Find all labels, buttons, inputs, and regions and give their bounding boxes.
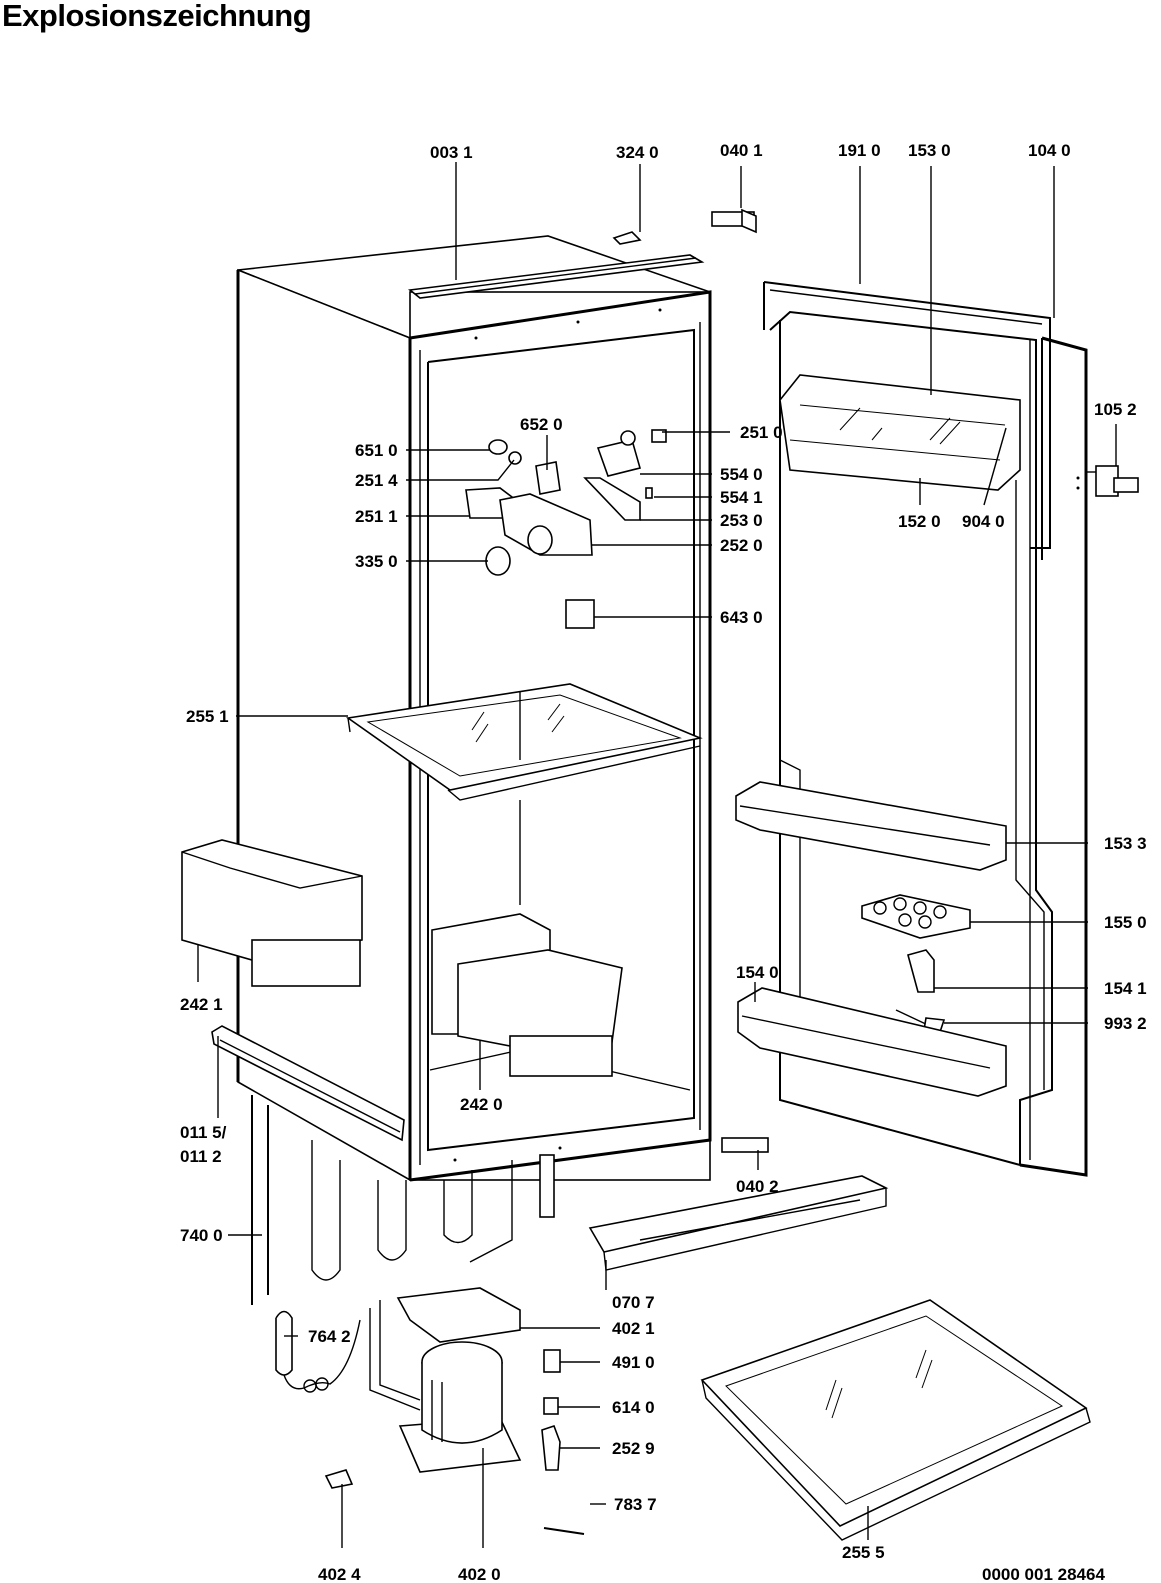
part-153-0-door-shelf bbox=[779, 374, 1021, 491]
label-554-0: 554 0 bbox=[720, 465, 763, 484]
label-251-1: 251 1 bbox=[355, 507, 398, 526]
part-070-7-channel bbox=[588, 1175, 889, 1271]
part-402-0-compressor bbox=[369, 1287, 522, 1473]
label-402-0: 402 0 bbox=[458, 1565, 501, 1583]
label-155-0: 155 0 bbox=[1104, 913, 1147, 932]
part-040-2-bracket bbox=[721, 1137, 769, 1153]
part-255-5-glass-shelf bbox=[700, 1299, 1091, 1541]
label-011-5: 011 5/ bbox=[180, 1123, 227, 1142]
part-740-0-condenser bbox=[251, 1095, 555, 1305]
label-003-1: 003 1 bbox=[430, 143, 473, 162]
label-040-1: 040 1 bbox=[720, 141, 763, 160]
label-152-0: 152 0 bbox=[898, 512, 941, 531]
part-614-0 bbox=[543, 1397, 559, 1415]
label-491-0: 491 0 bbox=[612, 1353, 655, 1372]
part-242-1-crisper bbox=[181, 839, 363, 987]
label-324-0: 324 0 bbox=[616, 143, 659, 162]
label-904-0: 904 0 bbox=[962, 512, 1005, 531]
part-242-0-crisper bbox=[431, 913, 623, 1077]
label-993-2: 993 2 bbox=[1104, 1014, 1147, 1033]
label-105-2: 105 2 bbox=[1094, 400, 1137, 419]
document-number: 0000 001 28464 bbox=[982, 1565, 1105, 1583]
label-251-0: 251 0 bbox=[740, 423, 783, 442]
label-764-2: 764 2 bbox=[308, 1327, 351, 1346]
label-252-0: 252 0 bbox=[720, 536, 763, 555]
label-614-0: 614 0 bbox=[612, 1398, 655, 1417]
label-740-0: 740 0 bbox=[180, 1226, 223, 1245]
label-255-1: 255 1 bbox=[186, 707, 229, 726]
part-153-3-door-bin bbox=[735, 781, 1007, 871]
part-011-5-cover bbox=[211, 1025, 405, 1142]
part-491-0 bbox=[543, 1349, 561, 1373]
label-153-0: 153 0 bbox=[908, 141, 951, 160]
label-783-7: 783 7 bbox=[614, 1495, 657, 1514]
label-643-0: 643 0 bbox=[720, 608, 763, 627]
label-652-0: 652 0 bbox=[520, 415, 563, 434]
part-764-2-dryer bbox=[275, 1310, 361, 1393]
label-402-1: 402 1 bbox=[612, 1319, 655, 1338]
label-255-5: 255 5 bbox=[842, 1543, 885, 1562]
label-153-3: 153 3 bbox=[1104, 834, 1147, 853]
label-253-0: 253 0 bbox=[720, 511, 763, 530]
part-252-9 bbox=[541, 1424, 561, 1471]
label-154-0: 154 0 bbox=[736, 963, 779, 982]
part-402-4 bbox=[324, 1469, 354, 1489]
leader-lines bbox=[197, 162, 1117, 1548]
part-155-0-egg-tray bbox=[861, 894, 971, 939]
part-154-1-clip bbox=[907, 949, 935, 993]
part-255-1-glass-shelf bbox=[345, 683, 703, 801]
part-105-2-hinge bbox=[1076, 465, 1139, 497]
label-242-1: 242 1 bbox=[180, 995, 223, 1014]
label-651-0: 651 0 bbox=[355, 441, 398, 460]
label-154-1: 154 1 bbox=[1104, 979, 1147, 998]
label-554-1: 554 1 bbox=[720, 488, 763, 507]
part-labels: 003 1 324 0 040 1 191 0 153 0 104 0 105 … bbox=[180, 141, 1147, 1583]
page-title: Explosionszeichnung bbox=[2, 0, 312, 33]
label-104-0: 104 0 bbox=[1028, 141, 1071, 160]
part-003-1-top-trim bbox=[408, 254, 705, 299]
part-783-7 bbox=[543, 1527, 585, 1535]
part-324-0 bbox=[612, 231, 642, 245]
door bbox=[763, 281, 1088, 1177]
label-040-2: 040 2 bbox=[736, 1177, 779, 1196]
label-070-7: 070 7 bbox=[612, 1293, 655, 1312]
label-011-2: 011 2 bbox=[180, 1147, 222, 1166]
part-154-0-door-bin bbox=[737, 987, 1007, 1097]
control-unit-parts bbox=[465, 429, 667, 629]
part-040-1-bracket bbox=[711, 208, 757, 234]
label-252-9: 252 9 bbox=[612, 1439, 655, 1458]
label-242-0: 242 0 bbox=[460, 1095, 503, 1114]
label-335-0: 335 0 bbox=[355, 552, 398, 571]
label-191-0: 191 0 bbox=[838, 141, 881, 160]
label-402-4: 402 4 bbox=[318, 1565, 361, 1583]
label-251-4: 251 4 bbox=[355, 471, 398, 490]
